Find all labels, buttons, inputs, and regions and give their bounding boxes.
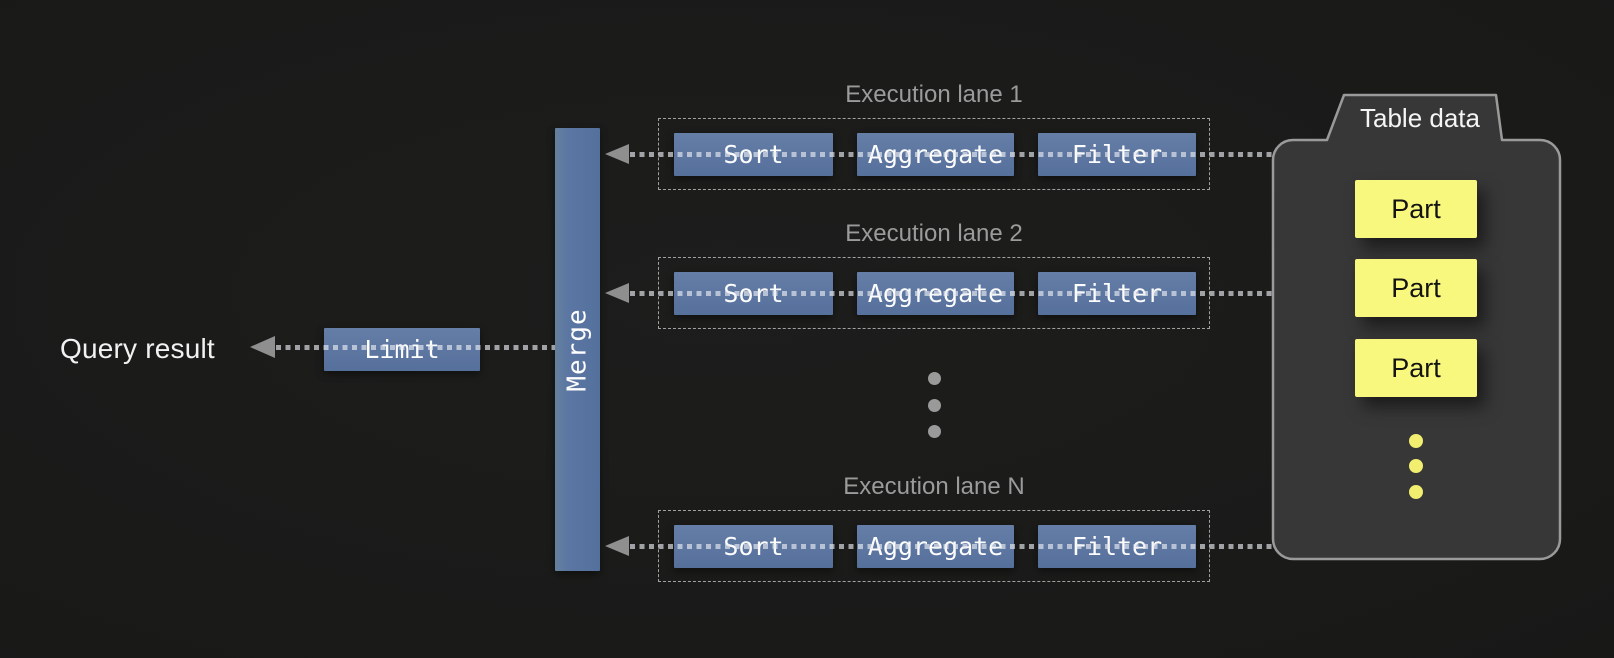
- execution-lane-1: Execution lane 1 Sort Aggregate Filter: [605, 81, 1274, 190]
- arrow-left-icon: [605, 283, 629, 303]
- table-part-box: Part: [1355, 180, 1477, 238]
- parts-ellipsis-dot: [1409, 434, 1423, 448]
- dotted-flow-line: [276, 345, 555, 350]
- arrow-left-icon: [605, 536, 629, 556]
- execution-lane-n: Execution lane N Sort Aggregate Filter: [605, 473, 1274, 582]
- merge-operator-bar: Merge: [555, 128, 600, 571]
- table-data-label: Table data: [1360, 103, 1480, 133]
- dotted-flow-line: [630, 152, 1274, 157]
- table-part-label: Part: [1391, 193, 1441, 224]
- dotted-flow-line: [630, 291, 1274, 296]
- lanes-ellipsis-dot: [928, 399, 941, 412]
- execution-lane-2-label: Execution lane 2: [845, 220, 1023, 247]
- dotted-flow-line: [630, 544, 1274, 549]
- merge-operator-label: Merge: [562, 307, 593, 392]
- query-result-label: Query result: [60, 333, 215, 364]
- parts-ellipsis-dot: [1409, 485, 1423, 499]
- table-part-box: Part: [1355, 259, 1477, 317]
- execution-lane-2: Execution lane 2 Sort Aggregate Filter: [605, 220, 1274, 329]
- table-part-label: Part: [1391, 352, 1441, 383]
- lanes-ellipsis-dot: [928, 425, 941, 438]
- table-part-box: Part: [1355, 339, 1477, 397]
- execution-lane-1-label: Execution lane 1: [845, 81, 1023, 108]
- arrow-left-icon: [250, 336, 275, 358]
- arrow-left-icon: [605, 144, 629, 164]
- parts-ellipsis-dot: [1409, 459, 1423, 473]
- execution-lane-n-label: Execution lane N: [843, 473, 1025, 500]
- table-part-label: Part: [1391, 272, 1441, 303]
- table-data-container: [1271, 93, 1562, 561]
- lanes-ellipsis-dot: [928, 372, 941, 385]
